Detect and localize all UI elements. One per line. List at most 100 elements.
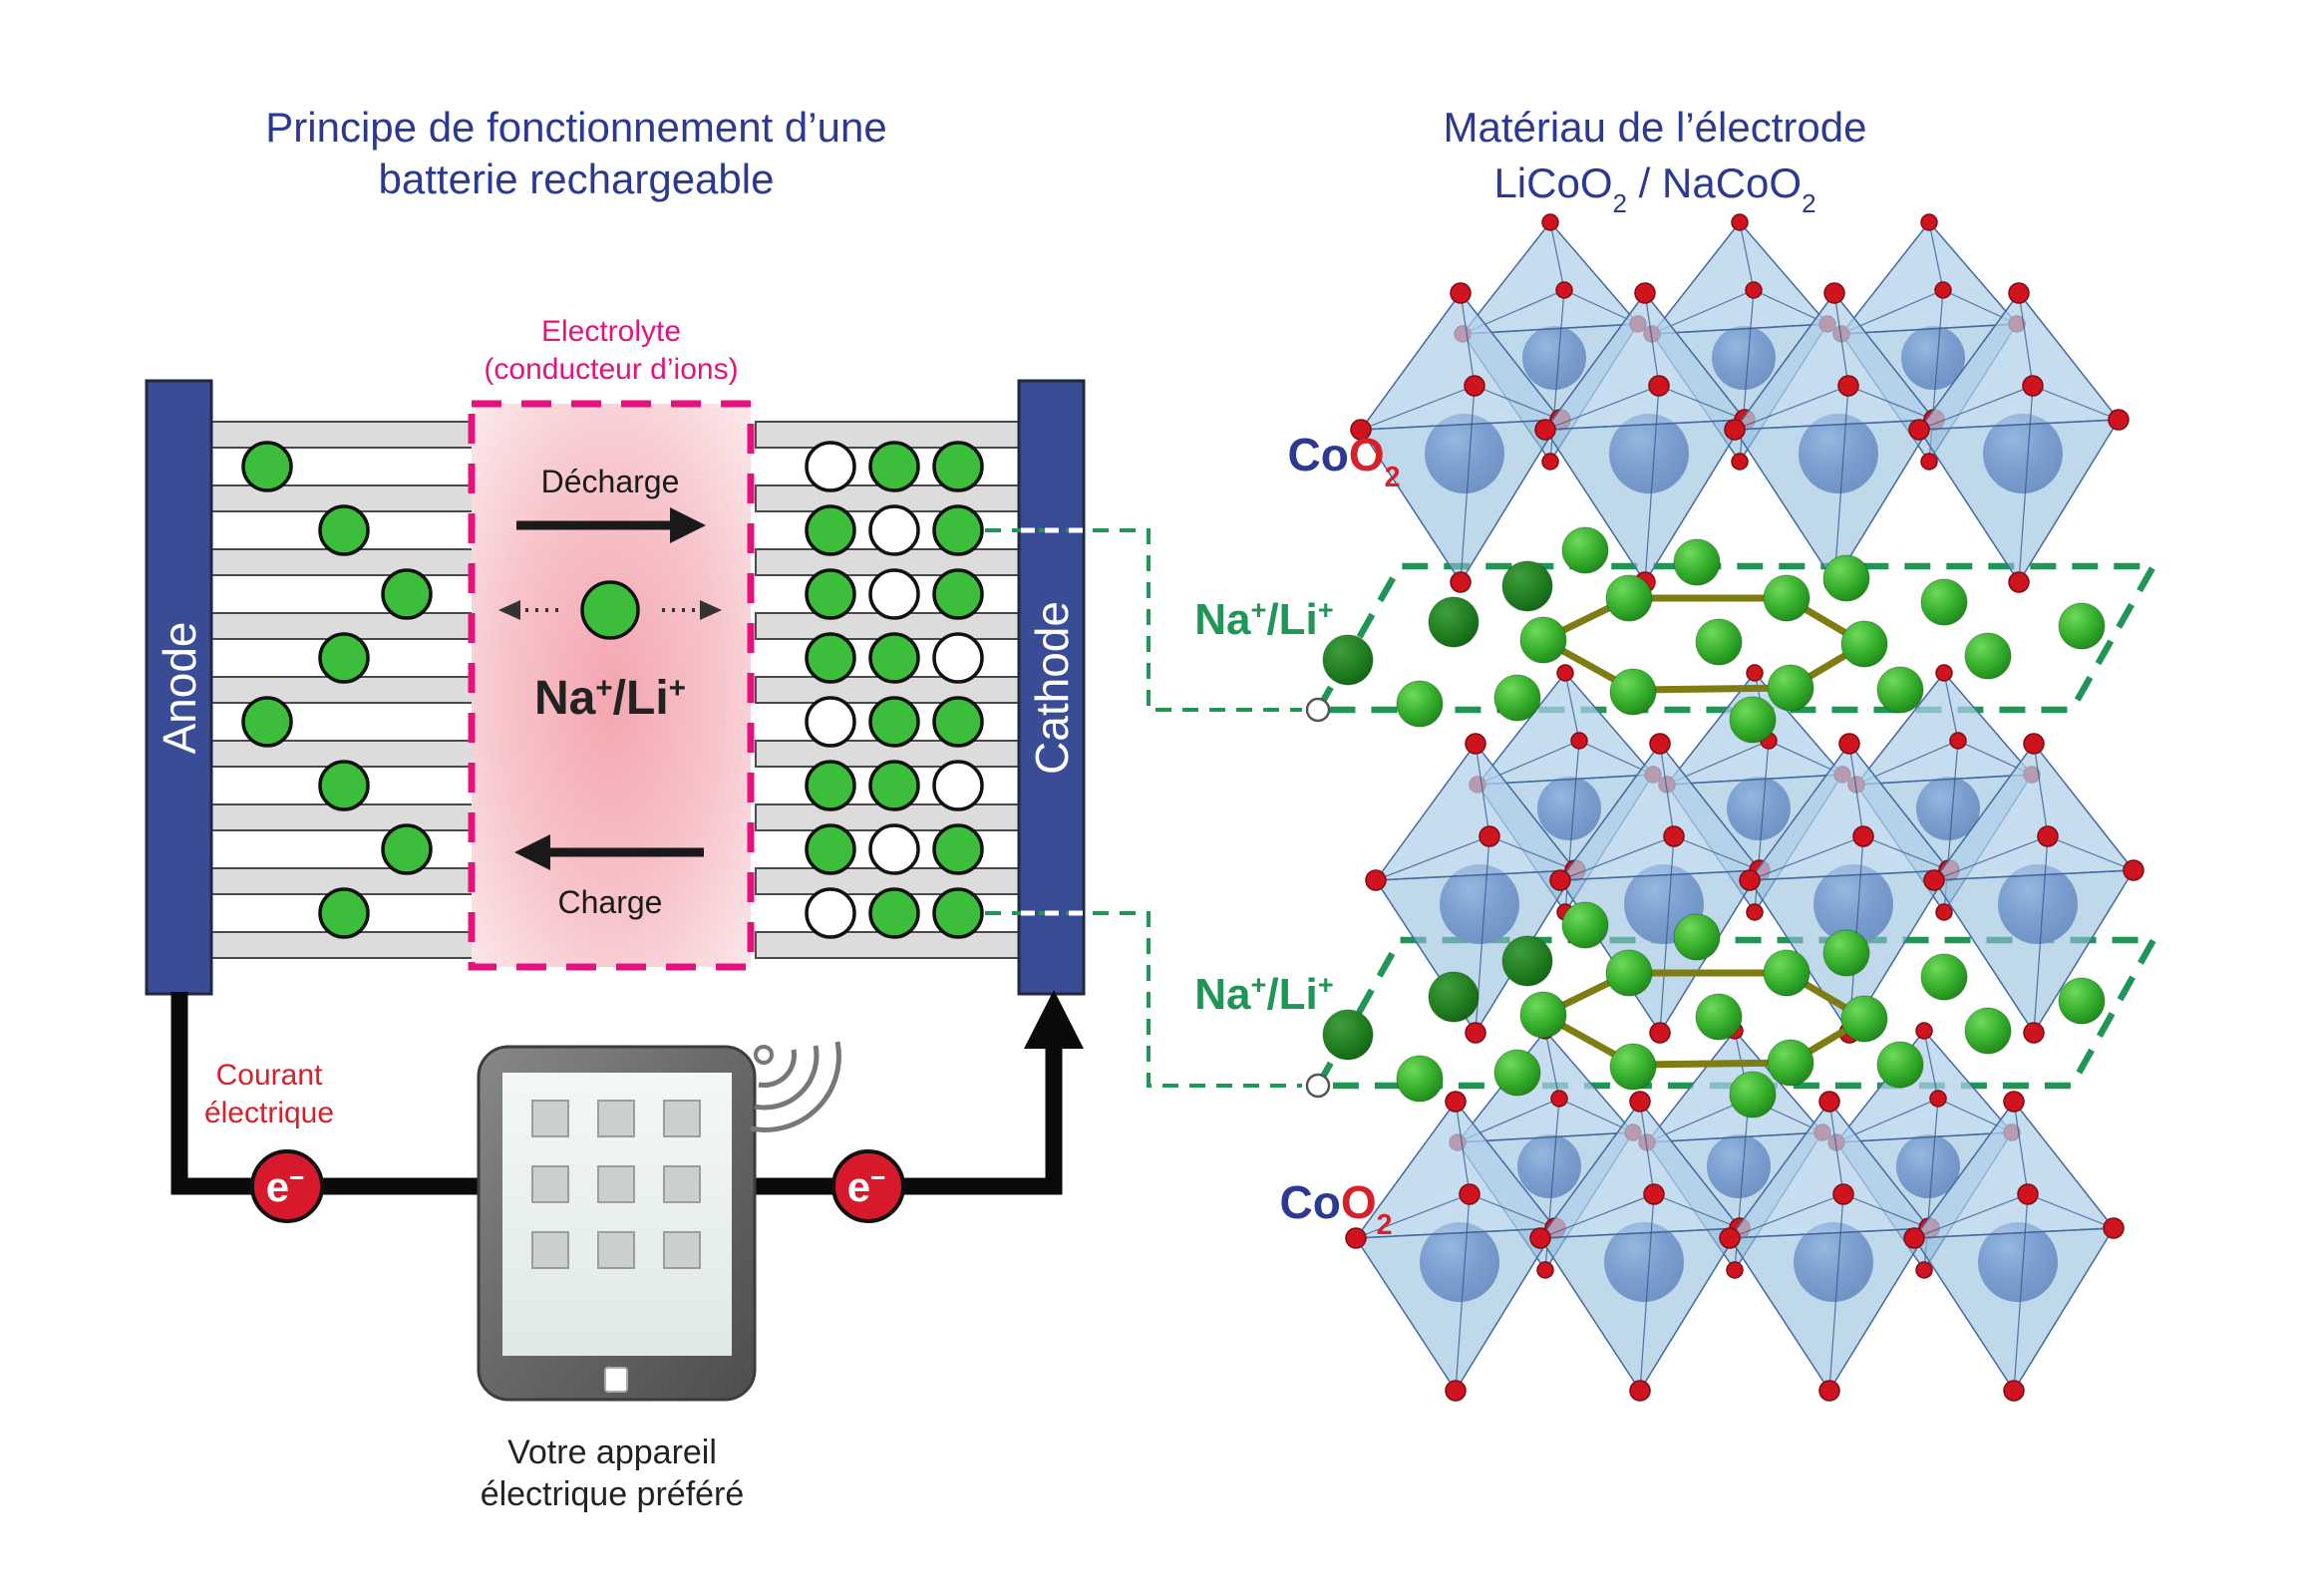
ion-green — [381, 568, 433, 620]
oxygen-atom — [1903, 1227, 1925, 1249]
oxygen-atom — [1350, 419, 1372, 441]
oxygen-atom — [1649, 733, 1671, 755]
nali-atom — [1920, 578, 1968, 626]
ion-green — [805, 504, 856, 556]
oxygen-atom — [1663, 825, 1685, 847]
right-title-line2: LiCoO2 / NaCoO2 — [1493, 160, 1815, 218]
oxygen-atom — [1915, 1261, 1933, 1279]
nali-atom — [1561, 526, 1609, 574]
ion-green — [381, 823, 433, 875]
oxygen-atom — [2123, 859, 2144, 881]
electrolyte-ion-label: Na+/Li+ — [534, 672, 686, 726]
ion-green — [318, 760, 370, 811]
oxygen-atom — [1746, 903, 1764, 921]
oxygen-atom — [1915, 1022, 1933, 1040]
battery-schematic: Electrolyte (conducteur d’ions) Décharge… — [145, 315, 1086, 996]
oxygen-atom — [1648, 375, 1670, 397]
oxygen-atom — [1719, 1227, 1741, 1249]
electron-label-left: e− — [266, 1162, 305, 1210]
electrolyte-label-line2: (conducteur d’ions) — [484, 353, 738, 386]
ion-vacancy — [932, 632, 984, 684]
ion-green — [805, 760, 856, 811]
ion-vacancy — [932, 760, 984, 811]
ion-green — [868, 760, 920, 811]
left-title: Principe de fonctionnement d’une batteri… — [265, 104, 886, 202]
tablet-device-icon — [477, 1045, 757, 1402]
nali-atom — [1763, 949, 1811, 997]
nali-atom — [1729, 1071, 1777, 1118]
app-tile-icon — [597, 1165, 635, 1203]
oxygen-atom — [1745, 281, 1763, 299]
oxygen-atom — [2037, 825, 2059, 847]
oxygen-atom — [1634, 282, 1656, 304]
oxygen-atom — [2003, 1380, 2025, 1402]
current-label-line1: Courant — [216, 1059, 323, 1092]
oxygen-atom — [1949, 732, 1967, 750]
ion-green — [932, 441, 984, 492]
cathode-layer-stack — [755, 421, 1020, 959]
ion-green — [241, 441, 293, 492]
nali-atom — [1501, 935, 1553, 987]
oxygen-atom — [1529, 1227, 1551, 1249]
oxygen-atom — [1555, 281, 1573, 299]
charge-arrow-icon — [514, 834, 704, 870]
nali-atom — [1964, 1007, 2012, 1055]
ion-green — [932, 823, 984, 875]
ion-green — [318, 504, 370, 556]
oxygen-atom — [1629, 1380, 1651, 1402]
oxygen-atom — [1629, 1091, 1651, 1113]
oxygen-atom — [1923, 869, 1945, 891]
ion-green — [805, 823, 856, 875]
cathode-bar — [1017, 379, 1086, 996]
oxygen-atom — [2108, 409, 2130, 431]
right-title: Matériau de l’électrode LiCoO2 / NaCoO2 — [1444, 104, 1867, 218]
external-circuit: Courant électrique e− e− Votre appareil … — [170, 990, 1084, 1513]
ion-green — [932, 887, 984, 939]
nali-label-2: Na+/Li+ — [1194, 969, 1333, 1020]
crystal-structure: CoO2 CoO2 Na+/Li+ Na+/Li+ — [985, 213, 2159, 1402]
oxygen-atom — [1643, 1183, 1665, 1205]
nali-atom — [2058, 602, 2106, 650]
nali-atom — [1428, 971, 1480, 1023]
nali-atom — [1767, 664, 1814, 712]
anode-ions — [241, 441, 433, 939]
nali-atom — [1822, 554, 1870, 602]
discharge-label: Décharge — [541, 464, 680, 499]
nali-atom — [1428, 596, 1480, 648]
nali-atom — [1322, 1009, 1374, 1061]
ion-vacancy — [868, 568, 920, 620]
ion-vacancy — [868, 504, 920, 556]
nali-atom — [1322, 634, 1374, 686]
oxygen-atom — [1649, 1022, 1671, 1044]
app-tile-icon — [663, 1231, 701, 1269]
ion-green — [318, 632, 370, 684]
oxygen-atom — [2008, 571, 2030, 593]
nali-atom — [1609, 668, 1657, 716]
electrolyte-region — [468, 400, 755, 971]
current-arrow-icon — [1024, 990, 1084, 1049]
oxygen-atom — [1459, 1183, 1481, 1205]
oxygen-atom — [1556, 664, 1574, 682]
oxygen-atom — [2017, 1183, 2039, 1205]
nali-atom — [1763, 574, 1811, 622]
nali-atom — [1609, 1043, 1657, 1091]
nali-atom — [1673, 913, 1721, 961]
oxygen-atom — [1929, 1090, 1947, 1108]
oxygen-atom — [1837, 375, 1859, 397]
oxygen-atom — [1726, 1261, 1744, 1279]
oxygen-atom — [2003, 1091, 2025, 1113]
oxygen-atom — [1818, 1091, 1840, 1113]
current-label-line2: électrique — [204, 1097, 334, 1129]
oxygen-atom — [1935, 903, 1953, 921]
oxygen-atom — [2008, 282, 2030, 304]
tablet-app-grid — [531, 1100, 701, 1269]
nali-atom — [1605, 949, 1653, 997]
oxygen-atom — [1464, 375, 1485, 397]
electron-badge-right: e− — [831, 1149, 905, 1223]
nali-atom — [1840, 620, 1888, 668]
nali-atom — [1605, 574, 1653, 622]
nali-label-1: Na+/Li+ — [1194, 594, 1333, 645]
ion-green — [805, 632, 856, 684]
oxygen-atom — [1445, 1091, 1467, 1113]
oxygen-atom — [1838, 733, 1860, 755]
